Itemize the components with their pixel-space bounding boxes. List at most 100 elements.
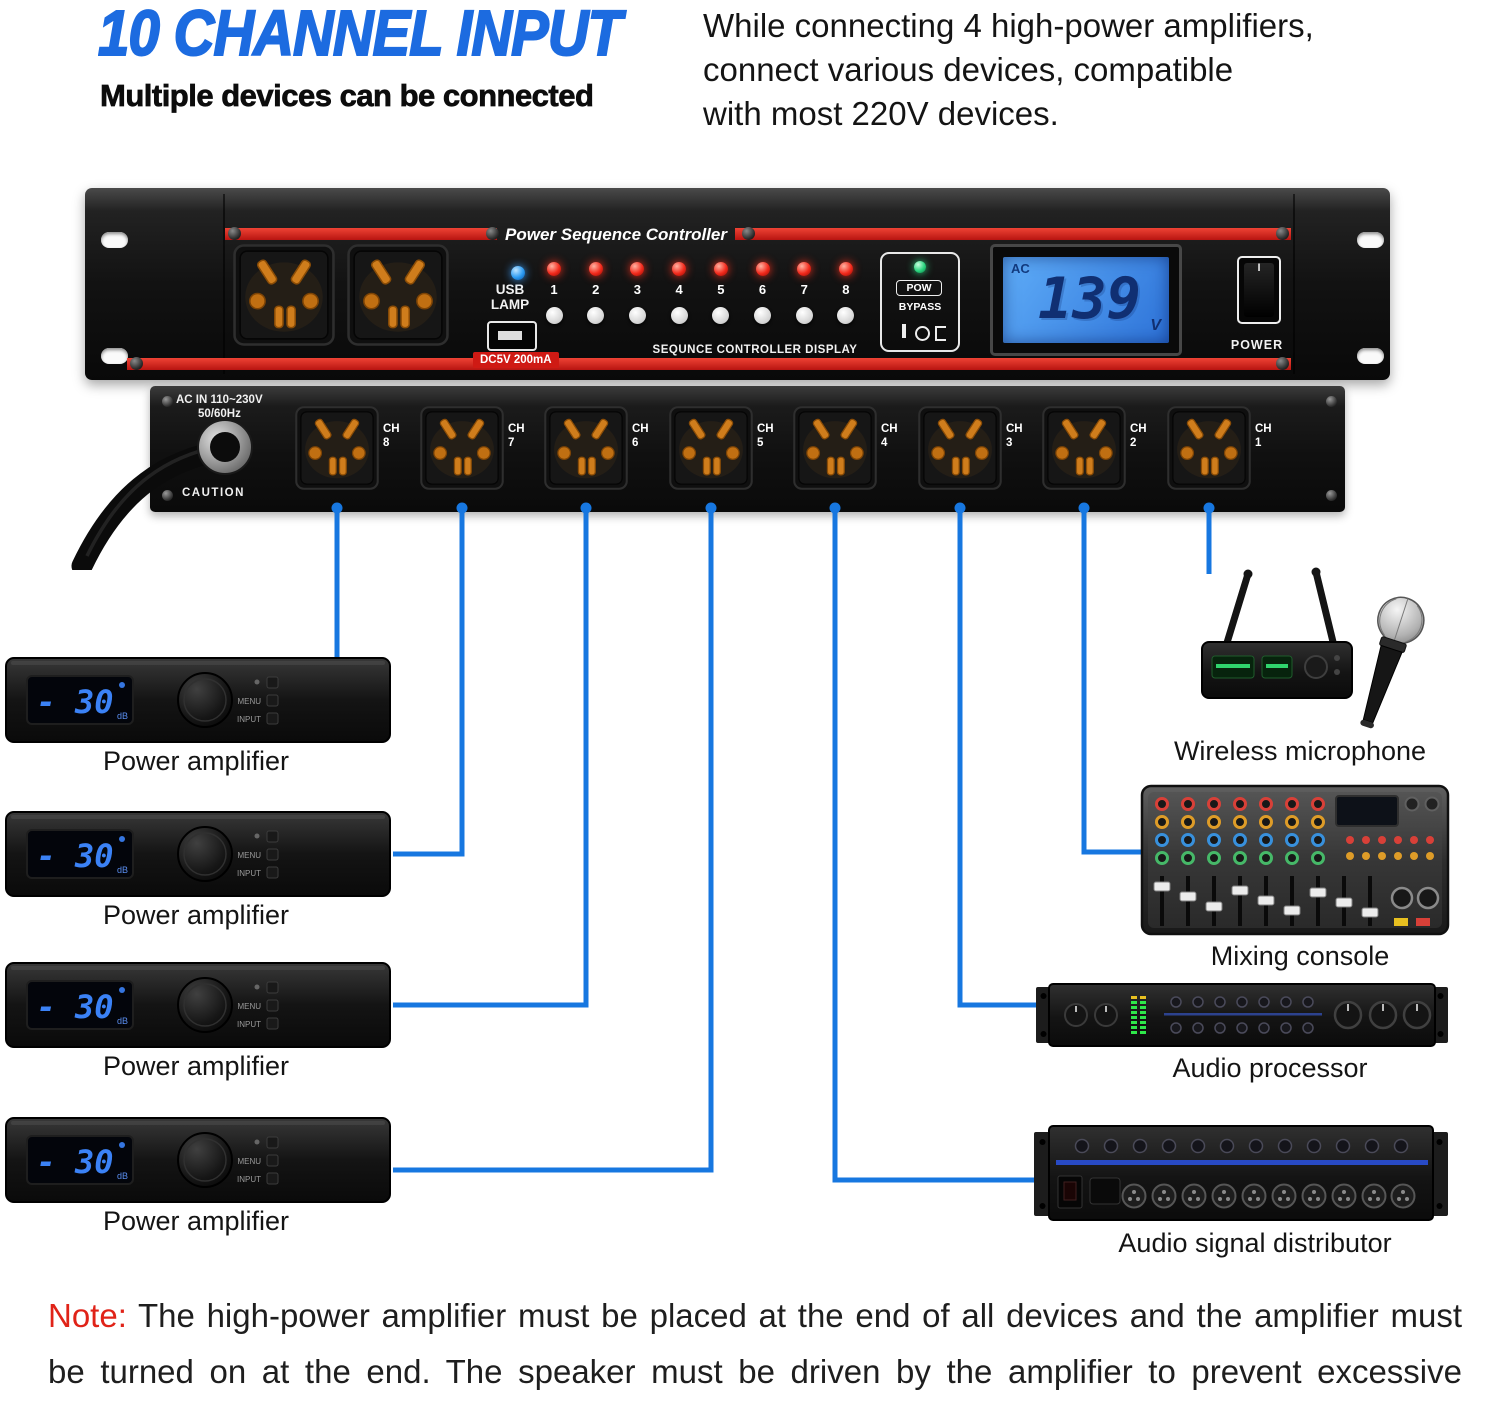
screw xyxy=(162,490,173,501)
audio-signal-distributor xyxy=(1034,1125,1448,1221)
ch-prefix: CH xyxy=(1255,423,1272,435)
power-outlet xyxy=(544,406,628,490)
bypass-bracket-icon xyxy=(935,326,946,341)
distributor-knob-row xyxy=(1074,1138,1409,1154)
channel-indicator-row: 1 2 3 4 5 6 7 8 xyxy=(543,262,857,324)
usb-lamp-led xyxy=(511,266,525,280)
channel-7: 7 xyxy=(793,262,815,324)
channel-3: 3 xyxy=(626,262,648,324)
audio-distributor-label: Audio signal distributor xyxy=(1118,1228,1392,1258)
console-master-knob xyxy=(1390,886,1414,910)
ch-prefix: CH xyxy=(383,423,400,435)
power-amplifier-1 xyxy=(5,657,391,743)
ac-input-label: AC IN 110~230V 50/60Hz xyxy=(176,393,326,421)
ch-prefix: CH xyxy=(508,423,525,435)
channel-button xyxy=(587,307,605,324)
processor-label-strip xyxy=(1164,1013,1322,1016)
screw xyxy=(1276,357,1289,370)
screw xyxy=(228,227,241,240)
wire-ch7-to-amp2 xyxy=(393,508,465,857)
processor-led-meter xyxy=(1131,996,1146,1034)
power-amplifier-4 xyxy=(5,1117,391,1203)
rack-mount-hole xyxy=(1357,232,1384,248)
ch-number: 7 xyxy=(508,437,515,449)
channel-number: 3 xyxy=(633,282,642,297)
ac-power-cable xyxy=(71,419,253,570)
power-amplifier-1-label: Power amplifier xyxy=(102,746,290,776)
wire-ch6-to-amp3 xyxy=(393,508,589,1008)
ch-number: 2 xyxy=(1130,437,1137,449)
headline: 10 CHANNEL INPUT xyxy=(97,0,623,70)
intro-line-3: with most 220V devices. xyxy=(703,95,1059,132)
bypass-section: POW BYPASS xyxy=(880,252,960,352)
intro-text: While connecting 4 high-power amplifiers… xyxy=(703,4,1493,136)
bypass-circle-icon xyxy=(915,326,930,341)
channel-led xyxy=(672,262,687,276)
outlet-ch7: CH 7 xyxy=(420,406,525,495)
processor-big-knob xyxy=(1333,1000,1363,1030)
channel-8: 8 xyxy=(835,262,857,324)
screw xyxy=(486,227,499,240)
mixing-console-label: Mixing console xyxy=(1210,941,1390,971)
power-switch-rocker xyxy=(1244,263,1274,317)
usb-lamp-label: USB LAMP xyxy=(475,282,545,312)
channel-number: 4 xyxy=(675,282,683,297)
receiver-knob xyxy=(1304,655,1328,679)
power-outlet xyxy=(295,406,379,490)
bypass-label-bypass: BYPASS xyxy=(898,301,942,313)
channel-led xyxy=(838,262,853,276)
power-outlet xyxy=(1042,406,1126,490)
screw xyxy=(162,396,173,407)
mic-handle xyxy=(1362,644,1403,724)
wire-ch4-to-distributor xyxy=(832,508,1036,1183)
usb-label-line1: USB xyxy=(495,282,525,297)
channel-1: 1 xyxy=(543,262,565,324)
mixing-console xyxy=(1140,784,1450,936)
power-amplifier-3-label: Power amplifier xyxy=(102,1051,290,1081)
power-amplifier-4-label: Power amplifier xyxy=(102,1206,290,1236)
console-screen xyxy=(1335,795,1399,827)
front-outlet-1 xyxy=(233,244,335,346)
usb-spec-label: DC5V 200mA xyxy=(473,352,559,368)
channel-led xyxy=(588,262,603,276)
ac-label-line2: 50/60Hz xyxy=(198,408,241,420)
rack-ear xyxy=(1431,1132,1448,1216)
rack-ear xyxy=(1036,987,1051,1043)
voltage-unit: V xyxy=(1150,317,1161,334)
processor-knob xyxy=(1094,1003,1118,1027)
usb-label-line2: LAMP xyxy=(490,297,530,312)
screw xyxy=(1326,490,1337,501)
channel-number: 7 xyxy=(800,282,808,297)
screw xyxy=(1326,396,1337,407)
console-button-red xyxy=(1416,918,1430,926)
screw xyxy=(742,227,755,240)
power-outlet xyxy=(669,406,753,490)
channel-led xyxy=(547,262,561,276)
console-master-knob xyxy=(1416,886,1440,910)
note-body: The high-power amplifier must be placed … xyxy=(48,1297,1462,1390)
wireless-mic-label: Wireless microphone xyxy=(1173,736,1427,766)
bypass-bar-icon xyxy=(902,324,906,338)
processor-small-knobs xyxy=(1170,996,1314,1034)
console-button-yellow xyxy=(1394,918,1408,926)
console-knob-rows xyxy=(1155,797,1325,865)
console-fader-bank xyxy=(1153,876,1379,926)
front-outlet-2 xyxy=(347,244,449,346)
wire-ch5-to-amp4 xyxy=(393,508,714,1173)
wire-ch2-to-console xyxy=(1081,508,1142,855)
handheld-mic xyxy=(1360,596,1425,729)
processor-big-knob xyxy=(1368,1000,1398,1030)
channel-button xyxy=(628,307,646,324)
audio-processor-label: Audio processor xyxy=(1172,1053,1368,1083)
intro-line-1: While connecting 4 high-power amplifiers… xyxy=(703,7,1314,44)
channel-label: CH 7 xyxy=(508,422,525,450)
red-stripe xyxy=(127,358,1291,370)
ch-number: 6 xyxy=(632,437,639,449)
